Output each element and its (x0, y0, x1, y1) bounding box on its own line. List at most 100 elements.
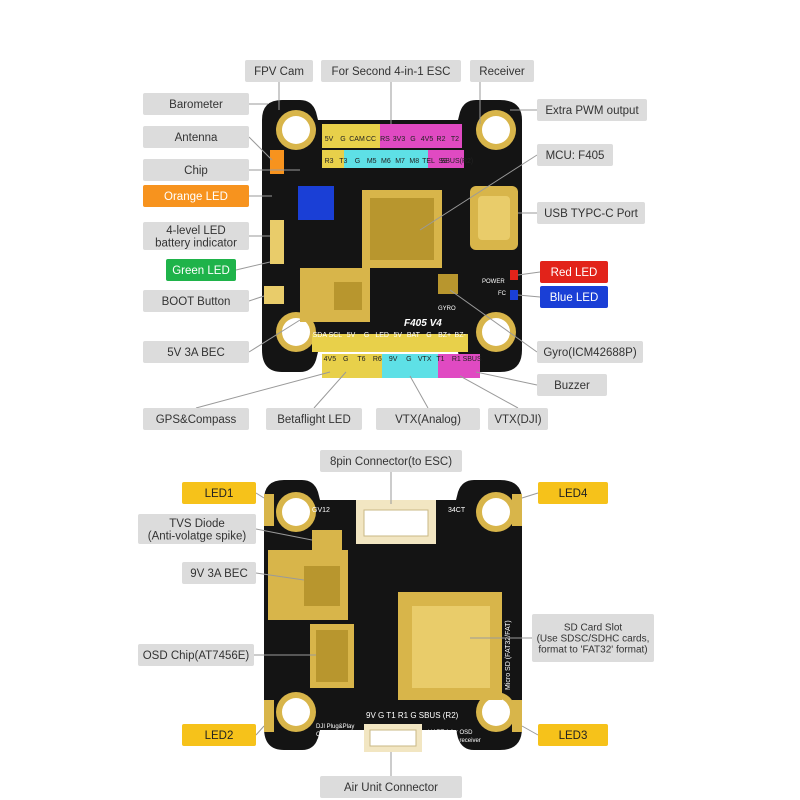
header-pin-label: SCL (329, 332, 343, 339)
led1-callout-box (182, 482, 256, 504)
receiver-callout-box (470, 60, 534, 82)
board-model: F405 V4 (404, 318, 442, 329)
bec5v-callout-label: 5V 3A BEC (167, 347, 225, 359)
barometer-callout-box (143, 93, 249, 115)
mcu-callout: MCU: F405 (537, 144, 613, 166)
connector8-callout-label: 8pin Connector(to ESC) (330, 456, 452, 468)
connector8-callout-box (320, 450, 462, 472)
receiver-callout: Receiver (470, 60, 534, 82)
header-pin-label: G (355, 158, 360, 165)
bec9v-callout: 9V 3A BEC (182, 562, 256, 584)
fpv-cam-callout-label: FPV Cam (254, 66, 304, 78)
led2-callout-label: LED2 (205, 730, 234, 742)
header-pin-label: M5 (367, 158, 377, 165)
antenna-callout-label: Antenna (175, 132, 218, 144)
header-pin-label: TEL (422, 158, 435, 165)
boot-leader (248, 295, 265, 302)
bf-led-leader (313, 371, 347, 409)
extra-pwm-callout-box (537, 99, 647, 121)
air-unit-callout-box (320, 776, 462, 798)
bec9v-callout-box (182, 562, 256, 584)
led4-leader (521, 492, 539, 499)
usb-callout-label: USB TYPC-C Port (544, 208, 639, 220)
led3-pad (512, 700, 522, 732)
buzzer-callout-box (537, 374, 607, 396)
header-pin-label: T6 (357, 356, 365, 363)
led3-leader (521, 725, 539, 736)
header-pin-label: CAM (349, 136, 365, 143)
led1-callout: LED1 (182, 482, 256, 504)
barometer-chip (298, 186, 334, 220)
boot-callout-box (143, 290, 249, 312)
orange-led-callout: Orange LED (143, 185, 249, 207)
sd-slot-callout-box (532, 614, 654, 662)
orange-led-callout-box (143, 185, 249, 207)
bec5v-leader (248, 319, 301, 353)
gyro-callout-box (537, 341, 643, 363)
red-led-callout: Red LED (540, 261, 608, 283)
blue-led-callout-box (540, 286, 608, 308)
header-pin-label: M8 (409, 158, 419, 165)
red-led-callout-label: Red LED (551, 267, 598, 279)
sd-slot-callout: SD Card Slot(Use SDSC/SDHC cards,format … (532, 614, 654, 662)
led4-callout-box (538, 482, 608, 504)
header-pin-label: G (410, 136, 415, 143)
bf-led-callout-box (266, 408, 362, 430)
vtx-dji-callout-box (488, 408, 548, 430)
air-unit-callout-label: Air Unit Connector (344, 782, 438, 794)
header-pin-label: SDA (313, 332, 328, 339)
led1-leader (255, 492, 265, 499)
green-led-callout: Green LED (166, 259, 236, 281)
header-pin-label: T1 (436, 356, 444, 363)
gyro-callout-label: Gyro(ICM42688P) (543, 347, 636, 359)
top-header-pads-upper (322, 124, 464, 168)
gyro-leader (449, 289, 538, 353)
tvs-callout-box (138, 514, 256, 544)
orange-led-callout-label: Orange LED (164, 191, 228, 203)
gps-callout: GPS&Compass (143, 408, 249, 430)
power-silk: POWER (482, 279, 505, 285)
red-led (510, 270, 518, 280)
mcu-leader (419, 154, 538, 231)
green-led-callout-box (166, 259, 236, 281)
buzzer-callout-label: Buzzer (554, 380, 590, 392)
header-pin-label: R2 (437, 136, 446, 143)
osd-callout-label: OSD Chip(AT7456E) (143, 650, 250, 662)
red-led-leader (517, 271, 541, 276)
blue-led-callout: Blue LED (540, 286, 608, 308)
extra-pwm-callout: Extra PWM output (537, 99, 647, 121)
header-pin-label: G (343, 356, 348, 363)
led2-pad (264, 700, 274, 732)
header-pin-label: BZ- (455, 332, 467, 339)
vtx-analog-callout: VTX(Analog) (376, 408, 480, 430)
led2-callout-box (182, 724, 256, 746)
air-unit-callout: Air Unit Connector (320, 776, 462, 798)
led4-callout-label: LED4 (559, 488, 588, 500)
leader-lines (195, 82, 541, 776)
gyro-chip (438, 274, 458, 294)
header-pin-label: LED (375, 332, 389, 339)
header-pin-label: BAT (407, 332, 421, 339)
tvs-leader (255, 528, 313, 541)
buzzer-leader (475, 371, 538, 386)
mcu-callout-box (537, 144, 613, 166)
second-esc-callout-box (321, 60, 461, 82)
battery-leds (270, 220, 284, 264)
ct34-silk: 34CT (448, 507, 466, 514)
green-led-callout-label: Green LED (172, 265, 230, 277)
connector8-callout: 8pin Connector(to ESC) (320, 450, 462, 472)
bec9v-leader (255, 572, 305, 581)
barometer-callout: Barometer (143, 93, 249, 115)
receiver-callout-label: Receiver (479, 66, 525, 78)
header-pin-label: R3 (325, 158, 334, 165)
header-pin-label: 5V (325, 136, 334, 143)
tvs-callout: TVS Diode(Anti-volatge spike) (138, 514, 256, 544)
header-pin-label: G (406, 356, 411, 363)
